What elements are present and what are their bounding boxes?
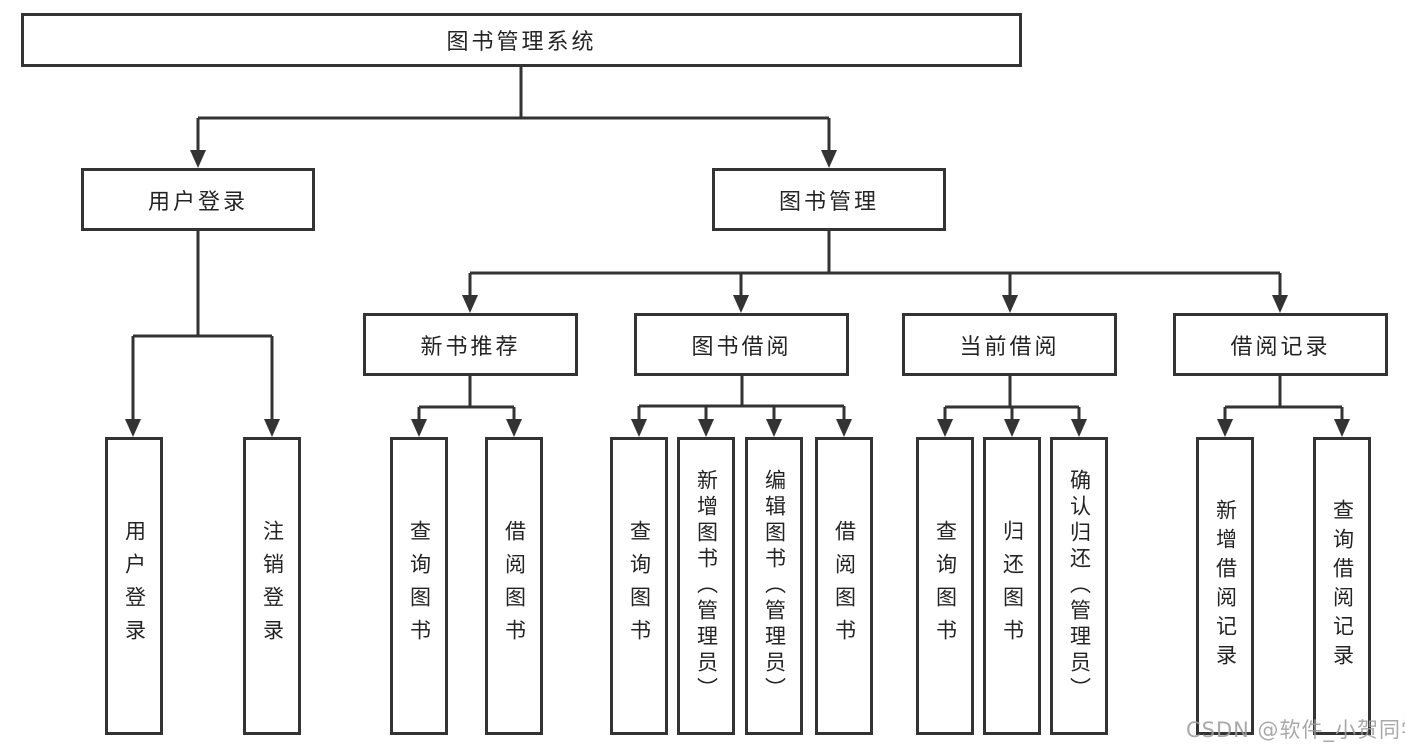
node-query-borrow-record: 查询借阅记录: [1313, 437, 1371, 735]
node-logout: 注销登录: [243, 437, 301, 735]
node-user-login-leaf: 用户登录: [105, 437, 163, 735]
node-add-book-admin: 新增图书（管理员）: [677, 437, 735, 735]
node-label: 新增图书（管理员）: [694, 469, 719, 703]
node-label: 归还图书: [1000, 520, 1025, 652]
node-label: 新书推荐: [420, 334, 521, 360]
node-label: 当前借阅: [959, 334, 1060, 360]
node-query-books-borrowing: 查询图书: [610, 437, 668, 735]
node-edit-book-admin: 编辑图书（管理员）: [745, 437, 803, 735]
node-label: 图书管理: [778, 189, 879, 215]
node-label: 借阅图书: [832, 520, 857, 652]
node-label: 借阅图书: [502, 520, 527, 652]
node-add-borrow-record: 新增借阅记录: [1196, 437, 1254, 735]
node-label: 借阅记录: [1230, 334, 1331, 360]
node-user-login: 用户登录: [81, 168, 315, 231]
node-label: 图书借阅: [691, 334, 792, 360]
node-borrow-books-borrowing: 借阅图书: [815, 437, 873, 735]
watermark: CSDN @软件_小贺同学: [1186, 718, 1405, 742]
node-label: 用户登录: [147, 189, 248, 215]
node-label: 编辑图书（管理员）: [762, 469, 787, 703]
node-label: 查询借阅记录: [1330, 499, 1355, 673]
node-current-borrowing: 当前借阅: [902, 313, 1117, 376]
node-query-books-current: 查询图书: [916, 437, 974, 735]
node-borrowing-records: 借阅记录: [1173, 313, 1388, 376]
node-library-management-system: 图书管理系统: [21, 13, 1022, 67]
node-label: 查询图书: [407, 520, 432, 652]
connector-lines: [131, 67, 1344, 421]
arrowheads: [125, 150, 1350, 437]
node-borrow-books-recommend: 借阅图书: [485, 437, 543, 735]
node-query-books-recommend: 查询图书: [390, 437, 448, 735]
node-label: 查询图书: [933, 520, 958, 652]
node-confirm-return-admin: 确认归还（管理员）: [1050, 437, 1108, 735]
node-new-book-recommend: 新书推荐: [363, 313, 578, 376]
node-return-books: 归还图书: [983, 437, 1041, 735]
node-label: 注销登录: [260, 520, 285, 652]
node-book-borrowing: 图书借阅: [634, 313, 849, 376]
node-label: 图书管理系统: [446, 30, 597, 55]
node-label: 用户登录: [122, 520, 147, 652]
node-label: 查询图书: [627, 520, 652, 652]
node-label: 新增借阅记录: [1213, 499, 1238, 673]
node-book-management: 图书管理: [712, 168, 946, 231]
node-label: 确认归还（管理员）: [1067, 469, 1092, 703]
